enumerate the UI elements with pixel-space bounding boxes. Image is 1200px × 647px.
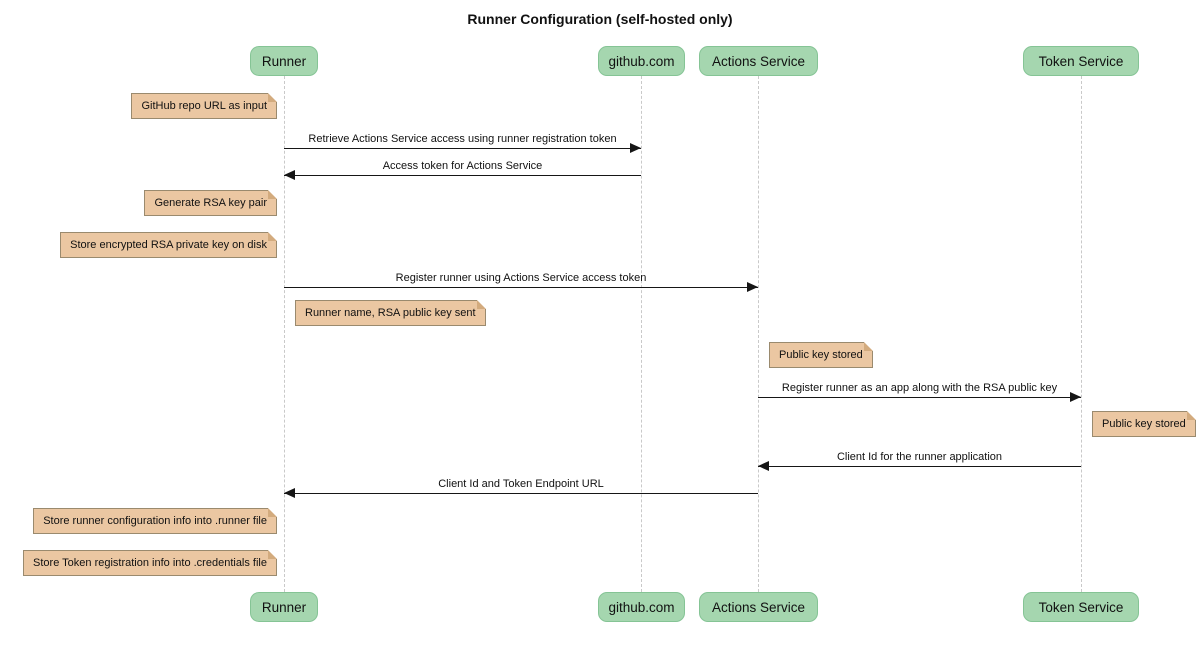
participant-label: Runner <box>261 599 307 615</box>
participant-label: Token Service <box>1038 53 1124 69</box>
arrowhead-left-icon <box>758 461 769 471</box>
lifeline-runner <box>284 76 285 592</box>
participant-actions-service-bottom: Actions Service <box>699 592 818 622</box>
message-label: Register runner using Actions Service ac… <box>395 272 647 284</box>
note-fold-icon <box>268 190 277 199</box>
note-fold-icon <box>476 300 486 309</box>
note-text: Runner name, RSA public key sent <box>305 307 476 319</box>
lifeline-github <box>641 76 642 592</box>
note-fold-icon <box>268 508 277 517</box>
arrowhead-right-icon <box>747 282 758 292</box>
participant-github-top: github.com <box>598 46 685 76</box>
note-fold-icon <box>268 93 277 102</box>
participant-label: Token Service <box>1038 599 1124 615</box>
note-fold-icon <box>268 550 277 559</box>
participant-github-bottom: github.com <box>598 592 685 622</box>
note-text: Store encrypted RSA private key on disk <box>70 239 267 251</box>
note-store-runner-file: Store runner configuration info into .ru… <box>33 508 277 534</box>
note-text: Public key stored <box>779 349 863 361</box>
note-text: Public key stored <box>1102 418 1186 430</box>
arrowhead-right-icon <box>630 143 641 153</box>
lifeline-token-service <box>1081 76 1082 592</box>
message-label: Client Id and Token Endpoint URL <box>438 478 604 490</box>
participant-runner-top: Runner <box>250 46 318 76</box>
participant-runner-bottom: Runner <box>250 592 318 622</box>
arrowhead-left-icon <box>284 170 295 180</box>
message-label: Client Id for the runner application <box>836 451 1003 463</box>
note-generate-rsa-key-pair: Generate RSA key pair <box>144 190 277 216</box>
note-text: Generate RSA key pair <box>154 197 267 209</box>
note-text: Store Token registration info into .cred… <box>33 557 267 569</box>
note-text: Store runner configuration info into .ru… <box>43 515 267 527</box>
arrowhead-right-icon <box>1070 392 1081 402</box>
participant-label: Actions Service <box>711 53 806 69</box>
message-label: Retrieve Actions Service access using ru… <box>308 133 617 145</box>
note-store-private-key: Store encrypted RSA private key on disk <box>60 232 277 258</box>
message-line <box>284 287 758 288</box>
note-github-repo-url: GitHub repo URL as input <box>131 93 277 119</box>
message-line <box>758 466 1081 467</box>
participant-label: Actions Service <box>711 599 806 615</box>
note-fold-icon <box>863 342 873 351</box>
note-runner-name-public-key: Runner name, RSA public key sent <box>295 300 486 326</box>
message-label: Register runner as an app along with the… <box>781 382 1058 394</box>
message-line <box>284 175 641 176</box>
lifeline-actions-service <box>758 76 759 592</box>
note-public-key-stored-actions: Public key stored <box>769 342 873 368</box>
diagram-title: Runner Configuration (self-hosted only) <box>467 11 733 27</box>
arrowhead-left-icon <box>284 488 295 498</box>
message-line <box>758 397 1081 398</box>
note-fold-icon <box>268 232 277 241</box>
participant-label: github.com <box>608 53 675 69</box>
note-public-key-stored-token: Public key stored <box>1092 411 1196 437</box>
note-fold-icon <box>1186 411 1196 420</box>
participant-actions-service-top: Actions Service <box>699 46 818 76</box>
note-store-credentials-file: Store Token registration info into .cred… <box>23 550 277 576</box>
message-line <box>284 148 641 149</box>
message-line <box>284 493 758 494</box>
participant-label: github.com <box>608 599 675 615</box>
participant-token-service-bottom: Token Service <box>1023 592 1139 622</box>
message-label: Access token for Actions Service <box>382 160 543 172</box>
participant-label: Runner <box>261 53 307 69</box>
note-text: GitHub repo URL as input <box>141 100 267 112</box>
participant-token-service-top: Token Service <box>1023 46 1139 76</box>
